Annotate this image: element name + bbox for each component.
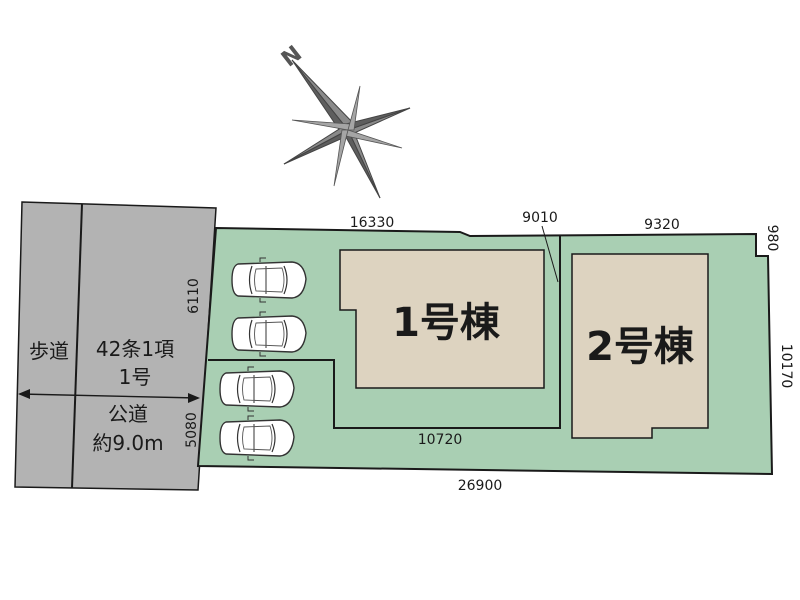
lot-divider-line	[208, 236, 561, 429]
compass-rose-icon	[283, 59, 411, 199]
public-road-label: 公道	[108, 402, 148, 426]
car-icon	[219, 415, 295, 461]
building-2: 2号棟	[571, 253, 709, 439]
car-icon	[231, 311, 307, 357]
building-1-label: 1号棟	[392, 300, 501, 346]
dim-lot1-inner-bottom: 10720	[418, 432, 463, 448]
dim-left-upper: 6110	[186, 278, 202, 314]
dim-top-right: 9320	[644, 217, 680, 233]
sidewalk-label: 歩道	[29, 339, 69, 363]
car-icon	[219, 366, 295, 412]
building-2-label: 2号棟	[586, 324, 695, 370]
road-type-line2: 1号	[119, 365, 152, 389]
dim-top-middle: 9010	[522, 210, 558, 226]
building-1-footprint	[339, 249, 545, 389]
dim-bottom: 26900	[458, 478, 503, 494]
dim-top-left: 16330	[350, 215, 395, 231]
sidewalk-boundary-line	[71, 203, 83, 489]
road-surface	[14, 201, 217, 491]
road-type-line1: 42条1項	[96, 337, 174, 361]
compass-north-label: N	[277, 41, 307, 72]
road-area: 歩道 42条1項 1号 公道 約9.0m	[14, 201, 217, 491]
car-icon	[231, 257, 307, 303]
dim-right-side: 10170	[778, 344, 794, 389]
building-1: 1号棟	[339, 249, 545, 389]
compass: N	[277, 41, 411, 199]
dim-corner-right: 980	[764, 225, 780, 252]
dim-left-lower: 5080	[184, 412, 200, 448]
road-width-arrow-left-icon	[18, 389, 30, 399]
road-width-arrow-right-icon	[188, 393, 200, 403]
building-2-footprint	[571, 253, 709, 439]
road-width-label: 約9.0m	[92, 431, 163, 455]
dimensions: 16330 9010 9320 980 10170 26900 10720 61…	[184, 210, 794, 494]
dim-top-middle-leader	[541, 225, 559, 283]
road-width-arrow-line	[19, 393, 199, 399]
